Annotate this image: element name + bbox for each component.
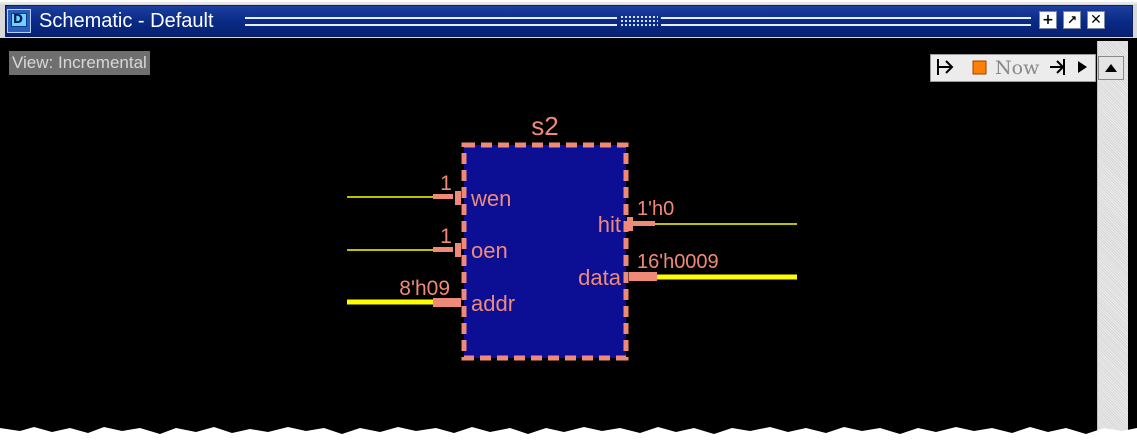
jump-back-icon[interactable] — [934, 56, 956, 80]
data-pin — [629, 272, 657, 281]
stop-icon[interactable] — [970, 56, 990, 80]
drag-handle-icon[interactable] — [620, 15, 658, 28]
oen-value: 1 — [440, 225, 452, 248]
play-icon[interactable] — [1073, 56, 1091, 80]
close-icon[interactable]: ✕ — [1087, 11, 1105, 29]
wen-value: 1 — [440, 172, 452, 195]
wen-port-label: wen — [470, 186, 511, 211]
addr-port-label: addr — [471, 291, 515, 316]
instance-name: s2 — [531, 111, 558, 141]
time-toolbar — [930, 54, 1096, 82]
title-bar-inner — [5, 5, 1133, 37]
title-bar[interactable]: D Schematic - Default + ↗ ✕ — [0, 0, 1137, 38]
addr-pin — [433, 298, 461, 307]
view-mode-label: View: Incremental — [9, 51, 150, 75]
undock-icon[interactable]: ↗ — [1063, 11, 1081, 29]
maximize-icon[interactable]: + — [1039, 11, 1057, 29]
hit-port-label: hit — [598, 212, 621, 237]
addr-value: 8'h09 — [399, 277, 450, 300]
torn-edge — [0, 427, 1137, 442]
hit-value: 1'h0 — [637, 198, 674, 220]
title-grip-left[interactable] — [245, 17, 617, 26]
oen-pin — [433, 247, 453, 252]
jump-forward-icon[interactable] — [1046, 56, 1068, 80]
scroll-up-icon[interactable] — [1098, 56, 1124, 80]
instance-block[interactable] — [461, 142, 629, 361]
schematic-app-icon: D — [7, 9, 31, 33]
data-value: 16'h0009 — [637, 251, 719, 273]
window-title: Schematic - Default — [39, 10, 214, 32]
oen-port-label: oen — [471, 238, 508, 263]
hit-pin — [629, 221, 655, 226]
wen-pin — [433, 194, 453, 199]
vertical-scrollbar[interactable] — [1097, 41, 1128, 442]
now-label[interactable]: Now — [995, 57, 1040, 79]
title-grip-right[interactable] — [661, 17, 1031, 26]
data-port-label: data — [578, 265, 622, 290]
